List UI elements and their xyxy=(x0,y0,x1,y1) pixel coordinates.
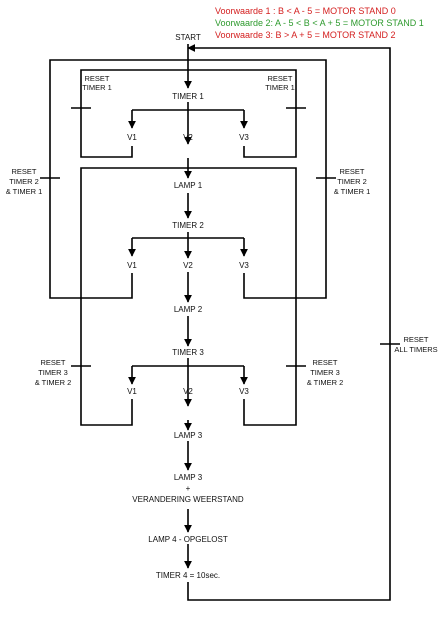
lamp1-node: LAMP 1 xyxy=(174,181,203,190)
timer3-node: TIMER 3 xyxy=(172,348,204,357)
stage2-v3: V3 xyxy=(239,261,249,270)
stage2-v1: V1 xyxy=(127,261,137,270)
lamp2-node: LAMP 2 xyxy=(174,305,203,314)
condition-2: Voorwaarde 2: A - 5 < B < A + 5 = MOTOR … xyxy=(215,18,424,28)
timer4-node: TIMER 4 = 10sec. xyxy=(156,571,220,580)
reset-t3-right-3: & TIMER 2 xyxy=(307,378,344,387)
reset-t3-left-1: RESET xyxy=(40,358,65,367)
reset-all-loop xyxy=(187,44,400,601)
reset-all-1: RESET xyxy=(403,335,428,344)
reset-t2-right-1: RESET xyxy=(339,167,364,176)
lamp3-node: LAMP 3 xyxy=(174,431,203,440)
reset-t3-right-1: RESET xyxy=(312,358,337,367)
reset-t2-right-3: & TIMER 1 xyxy=(334,187,371,196)
reset-t2-left-1: RESET xyxy=(11,167,36,176)
reset-t2-left-2: TIMER 2 xyxy=(9,177,39,186)
reset-t1-right-1: RESET xyxy=(267,74,292,83)
stage1-v1: V1 xyxy=(127,133,137,142)
lamp3-black-node: LAMP 3 xyxy=(174,473,203,482)
weerstand-node: VERANDERING WEERSTAND xyxy=(132,495,244,504)
reset-t1-right-2: TIMER 1 xyxy=(265,83,295,92)
stage1-v2: V2 xyxy=(183,133,193,142)
stage3-reset-loops xyxy=(71,167,306,426)
timer1-node: TIMER 1 xyxy=(172,92,204,101)
reset-t2-right-2: TIMER 2 xyxy=(337,177,367,186)
plus-sign: + xyxy=(186,484,191,493)
stage3-branches xyxy=(128,365,248,385)
stage3-v2: V2 xyxy=(183,387,193,396)
reset-t1-left-1: RESET xyxy=(84,74,109,83)
stage1-v3: V3 xyxy=(239,133,249,142)
stage2-branches xyxy=(128,237,248,257)
timer2-node: TIMER 2 xyxy=(172,221,204,230)
stage2-reset-loops xyxy=(40,59,336,299)
start-node: START xyxy=(175,33,201,42)
reset-t1-left-2: TIMER 1 xyxy=(82,83,112,92)
stage1-reset-loops xyxy=(71,69,306,158)
stage3-v3: V3 xyxy=(239,387,249,396)
reset-t3-left-2: TIMER 3 xyxy=(38,368,68,377)
reset-all-2: ALL TIMERS xyxy=(394,345,437,354)
stage2-v2: V2 xyxy=(183,261,193,270)
reset-t3-left-3: & TIMER 2 xyxy=(35,378,72,387)
condition-1: Voorwaarde 1 : B < A - 5 = MOTOR STAND 0 xyxy=(215,6,396,16)
reset-t3-right-2: TIMER 3 xyxy=(310,368,340,377)
stage3-v1: V1 xyxy=(127,387,137,396)
stage1-branches xyxy=(128,109,248,129)
condition-3: Voorwaarde 3: B > A + 5 = MOTOR STAND 2 xyxy=(215,30,396,40)
reset-t2-left-3: & TIMER 1 xyxy=(6,187,43,196)
lamp4-node: LAMP 4 - OPGELOST xyxy=(148,535,228,544)
